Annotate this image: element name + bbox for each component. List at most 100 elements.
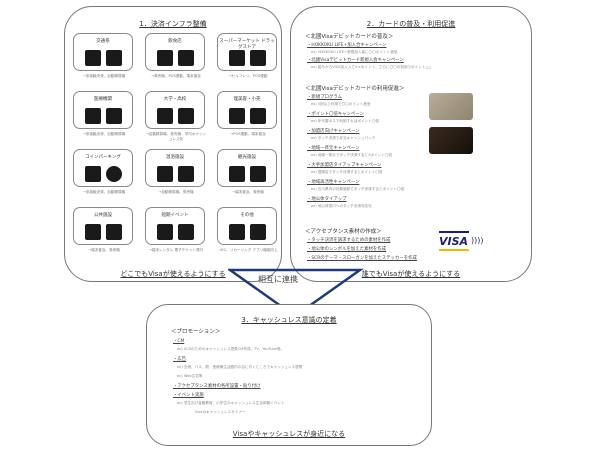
campaign-item: ・地域再活性キャンペーン — [307, 180, 360, 185]
facility-cell: 飲食店 →券売機、POS連動、端末普及 — [145, 33, 207, 79]
connector-triangle-icon — [228, 268, 364, 318]
stadium-icon — [84, 224, 101, 240]
car-icon — [84, 166, 101, 182]
visa-contactless-logo: VISA )))) — [437, 229, 483, 253]
facility-note: →非接触決済、自動精算機 — [82, 132, 126, 136]
facility-label: 温浴施設 — [166, 155, 184, 160]
infrastructure-panel: 1．決済インフラ整備 交通系 →非接触決済、自動精算機 飲食店 →券売機、POS連動、… — [64, 6, 282, 282]
facility-cell: 交通系 →非接触決済、自動精算機 — [73, 33, 135, 79]
facility-note: →端末普及、券売機 — [88, 248, 120, 252]
promotion-item: ・CM — [173, 339, 185, 344]
bathtub-icon — [156, 166, 173, 182]
facility-note: →EC、リカーリング アプリ機能向上 — [218, 248, 278, 252]
facility-label: コインパーキング — [85, 155, 121, 160]
facility-cell: スーパーマーケット ドラッグストア→セルフレジ、POS連動 — [217, 33, 279, 79]
facility-box: 短期イベント — [145, 207, 205, 245]
campaign-item: ・北國Visaデビットカード新規入会キャンペーン — [307, 58, 404, 63]
campaign-item: ・地域一斉元キャンペーン — [307, 146, 360, 151]
campaign-example: ex) 登録店でタッチ決済するとポイント〇倍 — [311, 170, 383, 174]
facility-cell: コインパーキング →非接触決済、自動精算機 — [73, 149, 135, 195]
promotion-item: ・イベント実施 — [173, 393, 204, 398]
temple-icon — [249, 166, 266, 182]
promotion-item: ・広告 — [173, 357, 187, 362]
facility-box: 公共施設 — [73, 207, 133, 245]
facility-label: 交通系 — [96, 39, 110, 44]
facility-note: →券売機、POS連動、端末普及 — [151, 74, 201, 78]
facility-box: 観光施設 — [217, 149, 277, 187]
facility-cell: 大学・高校 →自動精算機、券売機、学内キャッシュレス化 — [145, 91, 207, 142]
facility-box: 飲食店 — [145, 33, 205, 71]
acceptance-item: ・タッチ決済を訴求するための素材を作成 — [307, 238, 391, 243]
facility-note: →端末普及、券売機 — [232, 190, 264, 194]
facility-label: 飲食店 — [168, 39, 182, 44]
cash-register-icon — [228, 50, 245, 66]
facility-box: その他 — [217, 207, 277, 245]
campaign-example: ex) 給与からVISA加入入で××ポイント、さらに〇〇の利用でポイント△△ — [311, 65, 432, 69]
facility-note: →端末レンタル 電子チケット発行 — [148, 248, 204, 252]
facility-label: 医療機関 — [94, 97, 112, 102]
cashless-awareness-panel: 3．キャッシュレス意識の定着 ＜プロモーション＞ Visaやキャッシュレスが身近… — [146, 304, 432, 446]
promotion-example: ex) 学生向け金融教育、小学生のキャッシュレス生活体験イベント — [177, 401, 285, 405]
promotion-item: ・アクセプタンス素材の各所設置・貼り付け — [173, 384, 261, 389]
storefront-icon — [249, 108, 266, 124]
bus-icon — [84, 50, 101, 66]
smartphone-icon — [249, 224, 266, 240]
section-heading: ＜北國Visaデビットカードの利用促進＞ — [305, 86, 405, 92]
facility-note: →自動精算機、券売機、学内キャッシュレス化 — [145, 132, 207, 141]
campaign-item: ・地公体タイアップ — [307, 197, 347, 202]
facility-cell: 短期イベント →端末レンタル 電子チケット発行 — [145, 207, 207, 253]
facility-box: 理美容・小売 — [217, 91, 277, 129]
facility-label: 観光施設 — [238, 155, 256, 160]
section-heading: ＜北國Visaデビットカードの普及＞ — [305, 34, 394, 40]
promotion-example: ex) Web広告等 — [177, 374, 203, 378]
panel-footer: どこでもVisaが使えるようにする — [120, 270, 226, 278]
washing-machine-icon — [177, 166, 194, 182]
facility-box: コインパーキング — [73, 149, 133, 187]
facility-box: 大学・高校 — [145, 91, 205, 129]
campaign-item: ・ポイント〇倍キャンペーン — [307, 112, 364, 117]
facility-label: 理美容・小売 — [233, 97, 261, 102]
facility-cell: 公共施設 →端末普及、券売機 — [73, 207, 135, 253]
panel-title: 1．決済インフラ整備 — [139, 20, 207, 28]
school-icon — [156, 108, 173, 124]
panel-title: 2．カードの普及・利用促進 — [366, 20, 456, 28]
medicine-bottle-icon — [249, 50, 266, 66]
facility-box: 交通系 — [73, 33, 133, 71]
facility-note: →非接触決済、自動精算機 — [82, 190, 126, 194]
campaign-item: ・加盟店向けキャンペーン — [307, 129, 360, 134]
card-promotion-panel: 2．カードの普及・利用促進 ＜北國Visaデビットカードの普及＞ ・HOKKOK… — [290, 6, 532, 282]
dragon-dance-icon — [177, 224, 194, 240]
campaign-item: ・大手加盟店タイアップキャンペーン — [307, 163, 382, 168]
facility-label: その他 — [240, 213, 254, 218]
credit-card-icon — [228, 224, 245, 240]
facility-cell: 医療機関 →非接触決済、自動精算機 — [73, 91, 135, 137]
facility-cell: 理美容・小売→POS連動、端末普及 — [217, 91, 279, 137]
teacher-icon — [177, 108, 194, 124]
train-icon — [105, 50, 122, 66]
black-debit-card-image — [429, 127, 473, 154]
facility-box: スーパーマーケット ドラッグストア — [217, 33, 277, 71]
coins-icon — [105, 166, 122, 182]
souvenir-icon — [228, 166, 245, 182]
promotion-example: ex) 空港、バス、駅、医療機生活圏内の目に付くところでキャッシュレス啓蒙 — [177, 365, 303, 369]
panel-footer: 誰でもVisaが使えるようにする — [361, 270, 461, 278]
acceptance-item: ・SCRのテーマ・スローガンを加えたステッカーを作成 — [307, 256, 417, 261]
facility-note: →非接触決済、自動精算機 — [82, 74, 126, 78]
promotion-example: Visaのキャッシュレスセミナー — [195, 410, 246, 414]
syringe-icon — [105, 108, 122, 124]
facility-label: 大学・高校 — [163, 97, 187, 102]
facility-note: →自動精算機、券売機 — [158, 190, 194, 194]
facility-cell: その他 →EC、リカーリング アプリ機能向上 — [217, 207, 279, 253]
campaign-example: ex) HOKKOKU LIFE+新規加入者に〇〇ポイント進呈 — [311, 50, 398, 54]
campaign-example: ex) 地公体窓口へのタッチ決済対応化 — [311, 204, 372, 208]
facility-label: 公共施設 — [94, 213, 112, 218]
ticket-icon — [156, 224, 173, 240]
facility-cell: 観光施設 →端末普及、券売機 — [217, 149, 279, 195]
section-heading: ＜アクセプタンス素材の作成＞ — [305, 229, 382, 235]
panel-title: 3．キャッシュレス意識の定着 — [241, 316, 337, 324]
dining-icon — [156, 50, 173, 66]
campaign-example: ex) 5回以上利用で〇〇ポイント進呈 — [311, 102, 371, 106]
facility-label: スーパーマーケット ドラッグストア — [219, 39, 275, 50]
campaign-example: ex) 石川県内の対象施設でタッチ決済するとポイント〇倍 — [311, 187, 405, 191]
gold-debit-card-image — [429, 93, 473, 120]
